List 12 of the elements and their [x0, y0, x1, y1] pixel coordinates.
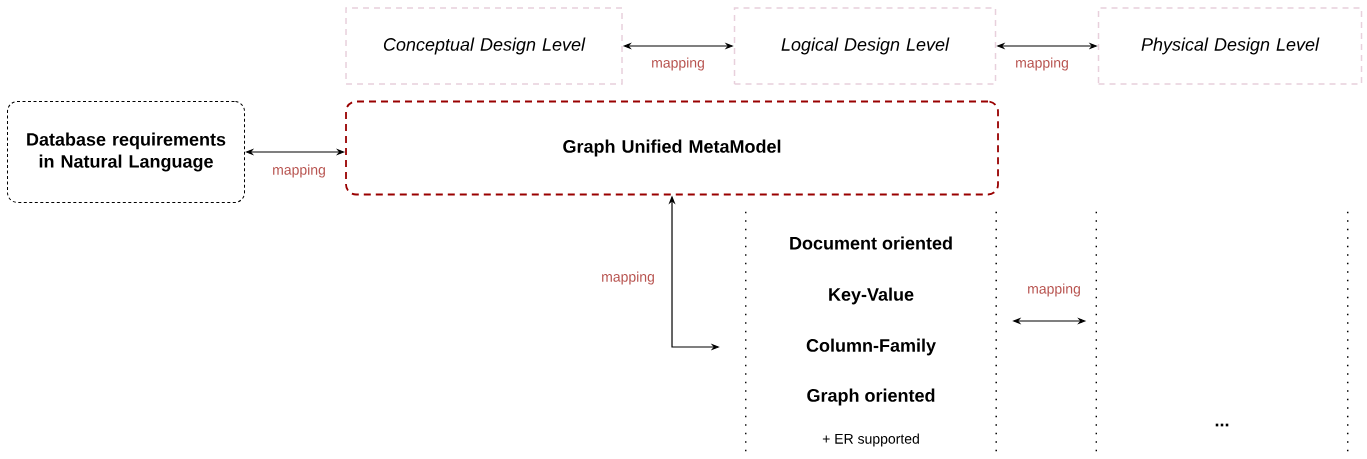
model-column: Document oriented Key-Value Column-Family Graph oriented + ER supported	[745, 211, 997, 459]
requirements-box: Database requirements in Natural Language	[7, 101, 245, 203]
edge-label: mapping	[1014, 56, 1070, 72]
edge-label: mapping	[600, 270, 656, 286]
edge-label: mapping	[271, 163, 327, 179]
design-level-box: Physical Design Level	[1097, 7, 1363, 85]
edge-label: mapping	[650, 56, 706, 72]
edge-label: mapping	[1026, 282, 1082, 298]
system-column: ...	[1095, 211, 1349, 459]
design-level-box: Conceptual Design Level	[345, 7, 623, 85]
metamodel-box: Graph Unified MetaModel	[345, 100, 999, 196]
design-level-box: Logical Design Level	[733, 7, 997, 85]
